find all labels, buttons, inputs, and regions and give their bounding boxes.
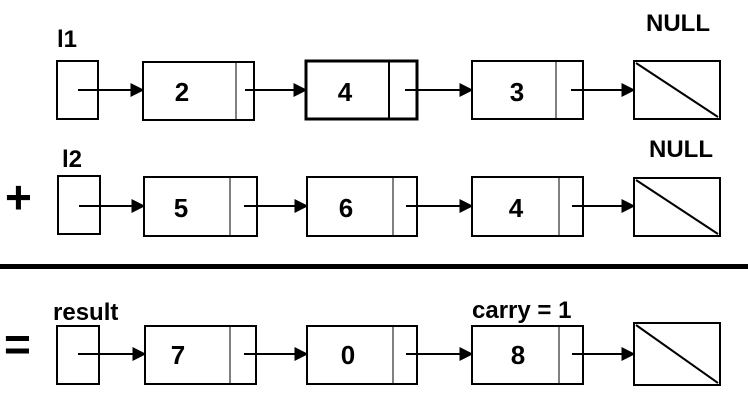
list-node xyxy=(142,61,255,121)
list-node xyxy=(144,325,257,385)
list-node xyxy=(471,325,584,385)
list-node xyxy=(143,176,258,237)
plus-operator: + xyxy=(5,171,32,223)
node-value: 8 xyxy=(511,340,525,370)
null-slash-icon xyxy=(633,60,721,120)
carry-label: carry = 1 xyxy=(472,297,571,324)
equals-operator: = xyxy=(4,318,31,370)
node-value: 0 xyxy=(341,340,355,370)
null-slash-icon xyxy=(633,322,721,386)
row-l2: + l2 5 6 4 NULL xyxy=(5,136,721,237)
null-label: NULL xyxy=(646,10,710,37)
list-node xyxy=(306,325,418,385)
node-value: 2 xyxy=(175,77,189,107)
row-l1: l1 2 4 3 NULL xyxy=(56,10,721,121)
sum-divider-line xyxy=(0,264,748,269)
null-label: NULL xyxy=(649,136,713,163)
node-value: 7 xyxy=(171,340,185,370)
null-slash-icon xyxy=(633,177,721,237)
node-value: 3 xyxy=(510,77,524,107)
node-value: 5 xyxy=(174,193,188,223)
list-node xyxy=(471,176,584,237)
row-label-l2: l2 xyxy=(62,146,82,173)
list-node xyxy=(304,59,419,121)
row-result: = result 7 0 8 carry = 1 xyxy=(4,297,721,386)
node-value: 6 xyxy=(339,193,353,223)
list-node xyxy=(471,60,584,120)
row-label-l1: l1 xyxy=(57,26,77,53)
node-value: 4 xyxy=(338,77,353,107)
node-value: 4 xyxy=(509,193,524,223)
list-node xyxy=(306,176,418,237)
row-label-result: result xyxy=(53,299,118,326)
